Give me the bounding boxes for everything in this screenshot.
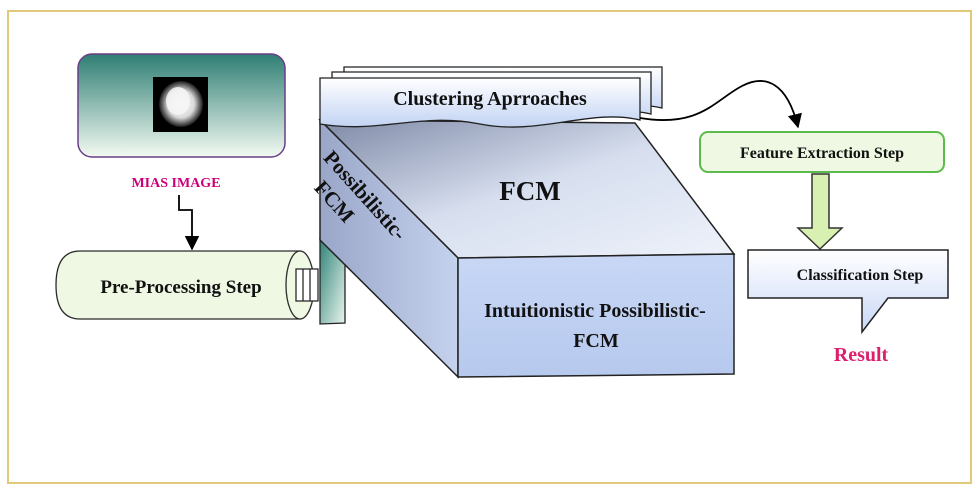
preprocessing-label: Pre-Processing Step — [100, 277, 261, 298]
preprocessing-cylinder — [55, 250, 319, 320]
intuitionistic-line1: Intuitionistic Possibilistic- — [484, 300, 706, 322]
clustering-approaches-title: Clustering Aprroaches — [393, 88, 587, 110]
arrow-to-preprocessing — [178, 195, 200, 251]
mammogram-thumbnail-icon — [153, 77, 208, 132]
classification-callout — [747, 249, 949, 335]
down-arrow-to-classification — [796, 173, 844, 251]
mias-image-label: MIAS IMAGE — [131, 176, 220, 191]
feature-extraction-box — [699, 131, 945, 173]
intuitionistic-front-face — [457, 253, 735, 378]
arrow-to-feature-extraction — [639, 80, 802, 129]
result-label: Result — [834, 344, 889, 366]
feature-extraction-label: Feature Extraction Step — [740, 145, 904, 162]
input-image-panel — [77, 53, 286, 158]
clustering-approaches-stack — [319, 66, 663, 128]
classification-label: Classification Step — [797, 267, 924, 284]
intuitionistic-line2: FCM — [573, 330, 619, 352]
fcm-label: FCM — [499, 176, 560, 206]
clustering-block — [318, 118, 736, 379]
